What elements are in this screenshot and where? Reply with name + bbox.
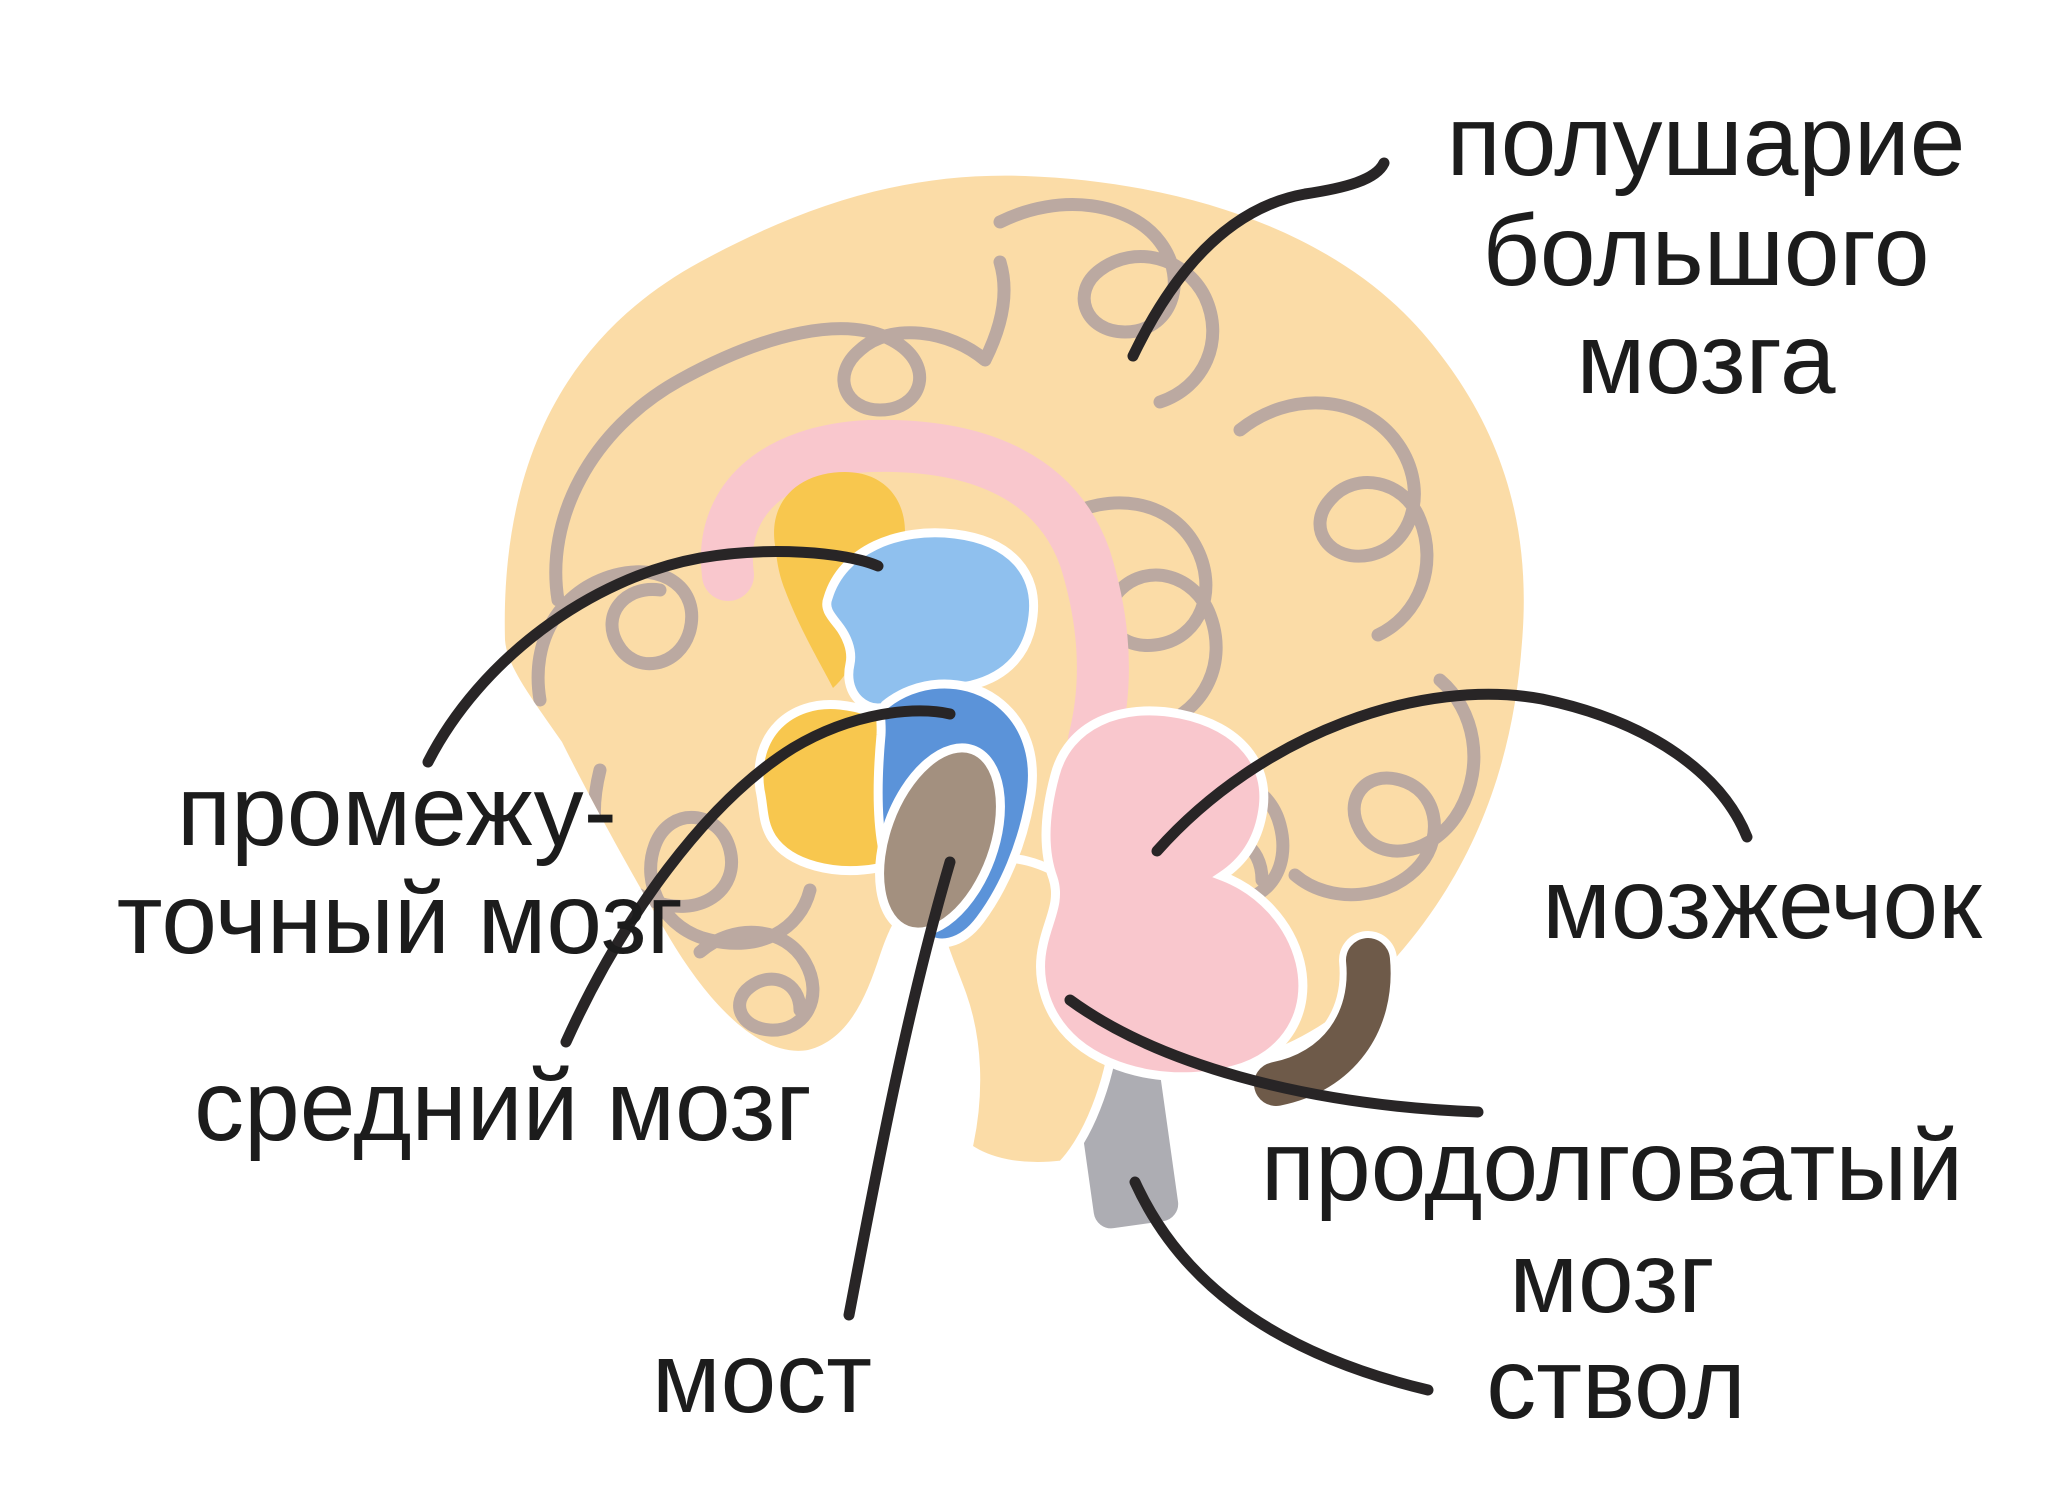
leader-line-hemisphere (1127, 157, 1390, 362)
label-hemisphere-line3: мозга (1577, 303, 1836, 415)
gyri-squiggles (531, 198, 1481, 1037)
label-midbrain: средний мозг (194, 1050, 812, 1162)
leader-line-medulla (1064, 994, 1484, 1118)
label-diencephalon-line2: точный мозг (117, 863, 684, 975)
label-hemisphere-line1: полушарие (1447, 85, 1966, 197)
leader-line-midbrain (560, 705, 956, 1048)
vermis-crescent-shape (1254, 938, 1391, 1106)
pons-shape (875, 743, 1005, 937)
label-medulla-line2: мозг (1509, 1222, 1715, 1334)
gyrus-line (531, 565, 699, 707)
gyrus-line (993, 198, 1220, 409)
gyrus-line (1288, 673, 1481, 902)
leader-line-diencephalon (422, 546, 884, 768)
label-cerebellum: мозжечок (1542, 848, 1983, 960)
gyrus-line (693, 925, 820, 1037)
label-pons: мост (652, 1322, 872, 1434)
leader-line-cerebellum (1151, 688, 1753, 857)
label-medulla-line1: продолговатый (1261, 1110, 1963, 1222)
label-diencephalon-line1: промежу- (177, 755, 617, 867)
corpus-callosum-band (700, 419, 1129, 766)
gyrus-line (549, 255, 1011, 607)
leader-lines (422, 157, 1753, 1396)
cerebellum-shape (1036, 706, 1308, 1082)
leader-line-brainstem (1129, 1176, 1434, 1396)
leader-line-pons (843, 856, 956, 1321)
label-brainstem: ствол (1486, 1328, 1746, 1440)
label-hemisphere-line2: большого (1483, 195, 1930, 307)
gyrus-line (1233, 396, 1434, 642)
labels: полушарие большого мозга промежу- точный… (117, 85, 1983, 1440)
